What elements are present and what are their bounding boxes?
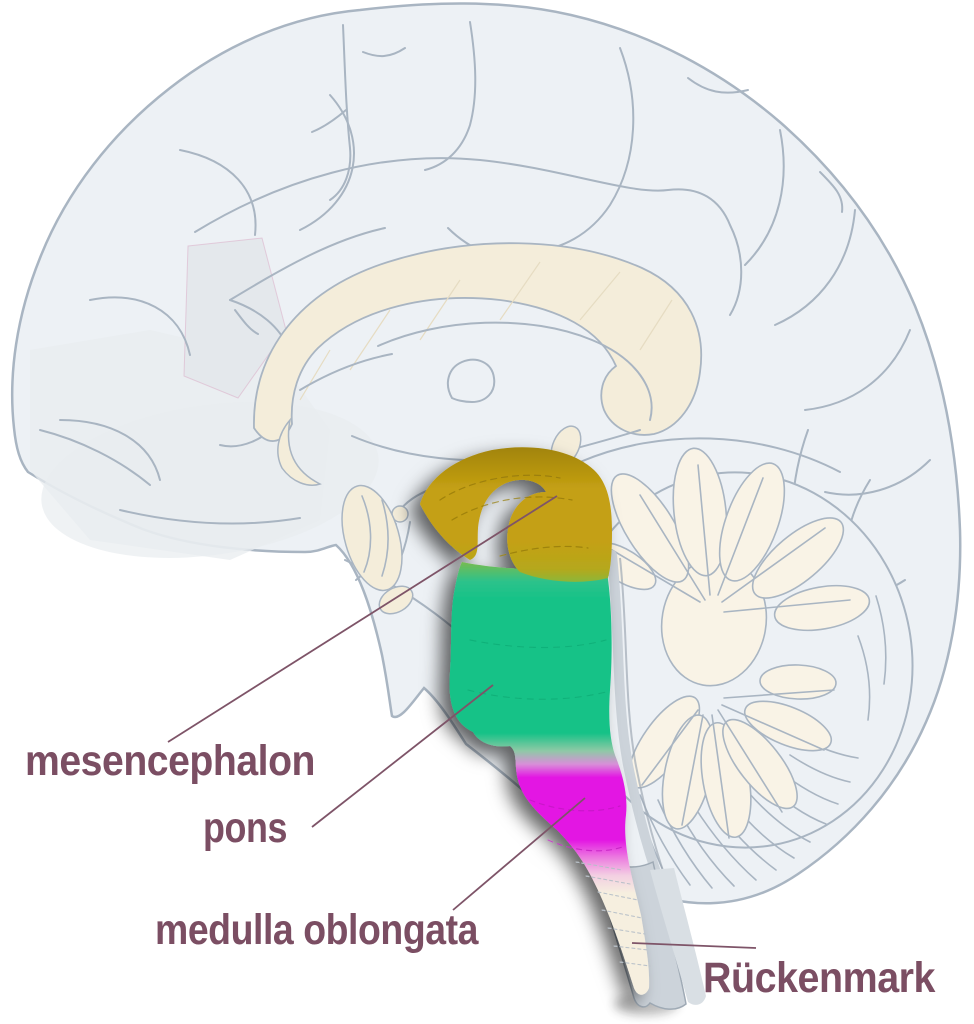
folia-line — [693, 805, 757, 881]
striation-line — [575, 861, 623, 871]
branch-line — [717, 709, 783, 813]
striation-line — [451, 496, 573, 521]
mesencephalon-region — [420, 447, 612, 582]
striation-line — [601, 909, 643, 919]
cerebellum-lobe — [672, 447, 728, 577]
sulcus-line — [39, 429, 151, 486]
leader-line-pons — [311, 684, 494, 828]
branch-line — [723, 599, 851, 613]
sulcus-line — [179, 149, 257, 236]
striation-line — [607, 927, 646, 935]
sulcus-line — [687, 77, 749, 94]
uncus-lines — [361, 495, 389, 577]
branch-line — [723, 689, 835, 699]
region-labels: mesencephalon pons medulla oblongata Rüc… — [25, 737, 936, 1002]
sulcus-line — [579, 437, 841, 473]
sulcus-line — [824, 459, 931, 496]
folia-line — [857, 635, 871, 721]
sulcus-line — [774, 209, 856, 326]
striation-line — [529, 799, 621, 812]
texture-line — [579, 271, 621, 321]
striation-line — [619, 961, 651, 967]
sulcus-line — [89, 296, 191, 356]
pons-medulla-cord-region — [449, 562, 650, 995]
folia-line — [789, 754, 851, 783]
folia-line — [875, 595, 887, 685]
striation-line — [613, 945, 649, 951]
sulcus-line — [424, 21, 477, 171]
region-striations — [439, 474, 651, 967]
arbor-vitae-branches — [611, 464, 851, 839]
sulcus-line — [329, 24, 352, 201]
striation-line — [467, 689, 607, 700]
texture-line — [299, 349, 331, 401]
pons-striations — [467, 639, 607, 700]
striation-line — [585, 875, 631, 885]
uncus-blob — [341, 484, 403, 592]
mesencephalon-striations — [439, 474, 589, 557]
label-mesencephalon: mesencephalon — [25, 737, 315, 785]
branch-line — [681, 714, 704, 826]
sheath-flap — [650, 868, 706, 1005]
texture-line — [499, 261, 541, 321]
thalamus-line — [377, 321, 653, 421]
uncus-line — [361, 495, 372, 573]
striation-line — [499, 545, 589, 557]
sulcus-line — [362, 47, 406, 58]
branch-line — [641, 709, 699, 786]
texture-line — [349, 309, 391, 371]
branch-line — [711, 714, 730, 839]
brainstem — [420, 447, 651, 995]
striation-line — [439, 474, 561, 501]
sulcus-line — [819, 171, 844, 213]
cerebellum — [566, 447, 914, 889]
medulla-striations — [529, 799, 626, 852]
leader-lines — [167, 495, 757, 949]
label-pons: pons — [203, 804, 287, 852]
sulcus-line — [234, 309, 259, 335]
branch-line — [721, 527, 826, 603]
folia-line — [657, 799, 713, 889]
branch-line — [721, 704, 825, 751]
leader-line-medulla — [452, 797, 586, 911]
texture-line — [639, 299, 673, 351]
sulcus-line — [119, 509, 301, 525]
striation-line — [469, 639, 607, 649]
striation-line — [597, 891, 639, 901]
leader-line-mesencephalon — [167, 495, 558, 743]
sulcus-line — [194, 157, 743, 316]
cerebellum-lobe — [610, 473, 690, 583]
striation-line — [547, 839, 626, 852]
folia-line — [747, 791, 811, 843]
arbor-vitae — [591, 447, 871, 839]
sulcus-line — [804, 329, 911, 411]
cerebellum-lobe — [718, 462, 786, 582]
sulcus-line — [534, 47, 635, 251]
branch-line — [639, 494, 706, 601]
corpus-callosum-rostrum — [277, 417, 322, 486]
thalamus-line — [299, 353, 393, 391]
corpus-callosum — [253, 242, 703, 442]
cord-striations — [575, 861, 651, 967]
sulcus-line — [744, 129, 785, 266]
uncus-line — [381, 499, 389, 577]
leader-line-rueckenmark — [631, 942, 757, 949]
cerebellum-lobe — [722, 718, 798, 810]
branch-line — [717, 477, 764, 596]
sulcus-line — [59, 419, 161, 481]
cerebellum-lobe — [743, 700, 833, 752]
branch-line — [697, 464, 711, 596]
branch-line — [611, 549, 701, 603]
cerebellum-lobe — [751, 517, 845, 599]
label-medulla-oblongata: medulla oblongata — [155, 906, 479, 954]
label-rueckenmark: Rückenmark — [703, 954, 936, 1002]
cerebellum-lobe — [773, 584, 871, 632]
shade-patch — [183, 237, 287, 399]
sulcus-line — [229, 227, 386, 301]
thalamus-spiral — [446, 358, 496, 404]
